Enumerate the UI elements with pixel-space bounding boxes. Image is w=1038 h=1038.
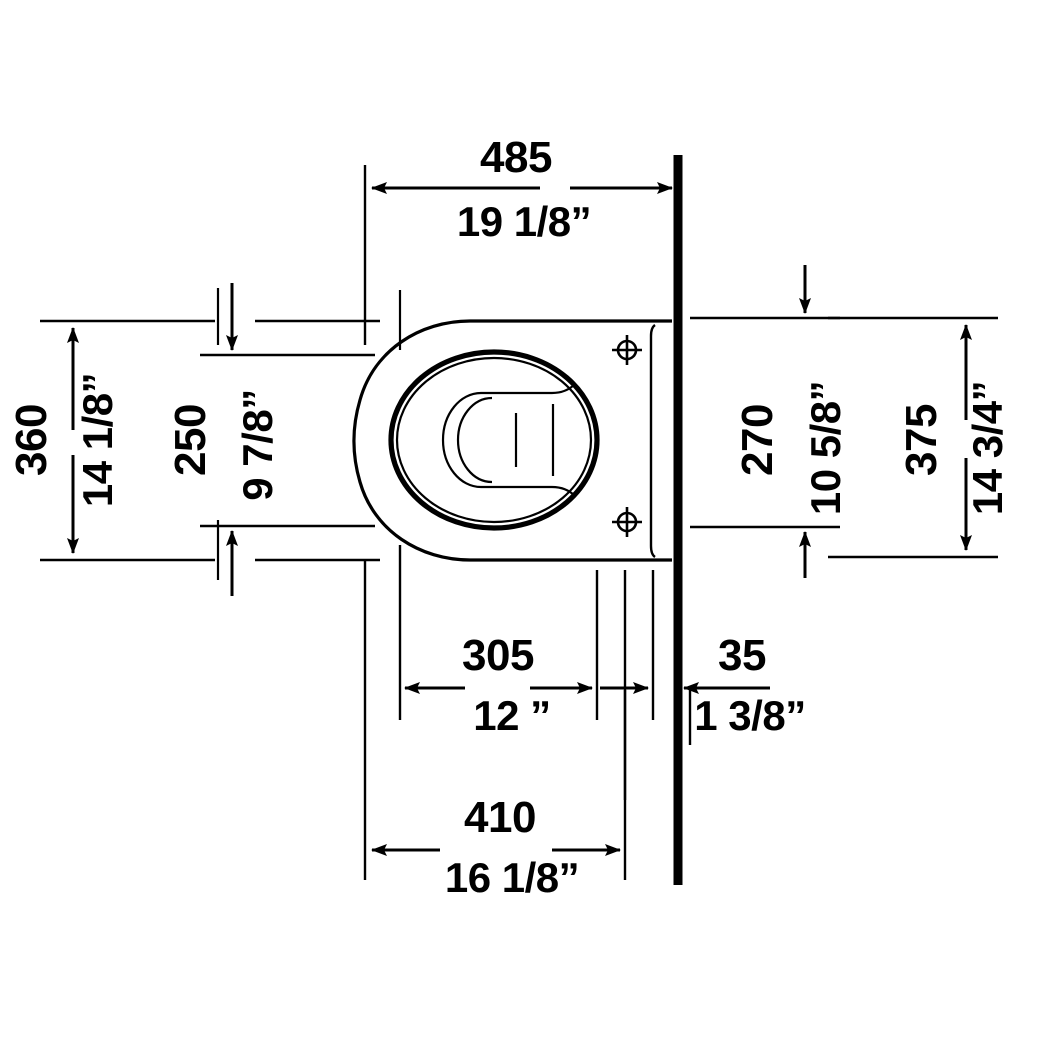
dim-375-mm-label: 375 — [897, 404, 946, 476]
dimension-485: 485 19 1/8” — [371, 133, 673, 245]
dimension-305: 305 12 ” — [404, 631, 593, 739]
dim-270-mm-label: 270 — [733, 404, 782, 476]
dimension-270: 270 10 5/8” — [733, 265, 849, 578]
dim-360-mm-label: 360 — [7, 404, 56, 476]
extension-lines-group — [40, 165, 998, 880]
dim-270-inch-label: 10 5/8” — [802, 381, 849, 515]
flush-inlet-detail — [441, 383, 576, 497]
dim-375-inch-label: 14 3/4” — [964, 381, 1011, 515]
dim-410-inch-label: 16 1/8” — [445, 854, 579, 901]
dimension-250: 250 9 7/8” — [166, 283, 281, 596]
dim-35-inch-label: 1 3/8” — [694, 692, 805, 739]
dim-305-mm-label: 305 — [462, 631, 534, 680]
bowl-rim-outer — [388, 349, 600, 531]
dim-485-mm-label: 485 — [480, 133, 552, 182]
dimension-410: 410 16 1/8” — [371, 793, 621, 901]
dim-485-inch-label: 19 1/8” — [457, 198, 591, 245]
dim-35-mm-label: 35 — [718, 631, 766, 680]
mounting-hole-top — [612, 335, 642, 365]
bowl-rim-inner — [395, 356, 593, 524]
mounting-hole-bottom — [612, 507, 642, 537]
dim-360-inch-label: 14 1/8” — [74, 373, 121, 507]
toilet-back-plate-edge — [649, 324, 656, 558]
dim-250-mm-label: 250 — [166, 404, 215, 476]
centre-marks — [216, 288, 402, 580]
dimension-35: 35 1 3/8” — [683, 631, 806, 739]
toilet-body-outline — [352, 319, 672, 562]
toilet-outline-group — [352, 319, 672, 562]
dim-410-mm-label: 410 — [464, 793, 536, 842]
dimension-360: 360 14 1/8” — [7, 327, 121, 554]
dimension-375: 375 14 3/4” — [897, 324, 1011, 551]
dim-250-inch-label: 9 7/8” — [234, 389, 281, 500]
dim-305-inch-label: 12 ” — [473, 692, 550, 739]
